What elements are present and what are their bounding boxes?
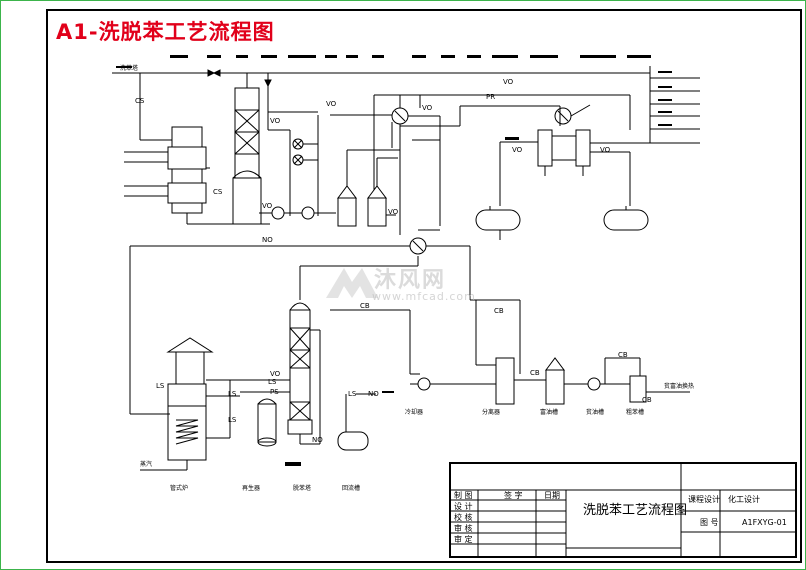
stream-label: VO	[270, 370, 281, 378]
stream-label-group: VO VO VO VO VO VO VO VO NO NO CB CB CB C…	[135, 78, 652, 444]
stream-label: VO	[512, 146, 523, 154]
stream-label: VO	[326, 100, 337, 108]
stream-label: VO	[262, 202, 273, 210]
stream-label: LS	[156, 382, 165, 390]
equipment-label: 粗苯槽	[626, 408, 644, 416]
equipment-label: 贫油槽	[586, 408, 604, 416]
equipment-label: 富油槽	[540, 408, 558, 416]
stream-label: NO	[368, 390, 379, 398]
equipment-label: 洗苯塔	[120, 64, 138, 72]
equipment-label: 冷却器	[405, 408, 423, 416]
stream-label: PR	[486, 93, 495, 101]
stream-label: LS	[268, 378, 277, 386]
tb-drawing-no-label: 图 号	[700, 518, 719, 527]
tb-row-label: 审 定	[454, 534, 473, 544]
tb-row-label: 审 核	[454, 523, 473, 533]
tb-right-label: 课程设计	[688, 494, 720, 504]
stream-label: NO	[262, 236, 273, 244]
drawing-name: 洗脱苯工艺流程图	[583, 503, 687, 518]
stream-label: NO	[312, 436, 323, 444]
stream-label: LS	[228, 416, 237, 424]
title-block	[449, 462, 797, 558]
tb-drawing-no: A1FXYG-01	[742, 518, 787, 527]
equipment-label: 分离器	[482, 408, 500, 416]
equipment-label: 脱苯塔	[293, 484, 311, 492]
tb-col-header: 日期	[544, 491, 560, 500]
stream-label: VO	[388, 208, 399, 216]
stream-label: CB	[618, 351, 628, 359]
drawing-frame	[46, 9, 802, 563]
equipment-label: 再生器	[242, 484, 260, 492]
equipment-label: 蒸汽	[140, 460, 152, 468]
stream-label: VO	[422, 104, 433, 112]
tb-col-header: 签 字	[504, 490, 523, 500]
stream-label: CB	[494, 307, 504, 315]
stream-label: VO	[503, 78, 514, 86]
stream-label: CB	[360, 302, 370, 310]
tb-right-label: 化工设计	[728, 494, 760, 504]
watermark-url: www.mfcad.com	[372, 290, 476, 303]
stream-label: VO	[600, 146, 611, 154]
tb-row-label: 校 核	[454, 512, 473, 522]
tb-row-label: 制 图	[454, 490, 473, 500]
equipment-label: 管式炉	[170, 484, 188, 492]
stream-label: VO	[270, 117, 281, 125]
stream-label: CS	[135, 97, 145, 105]
stream-label: LS	[348, 390, 357, 398]
stream-label: LS	[228, 390, 237, 398]
watermark-text: 沐风网	[374, 268, 447, 293]
stream-label: CB	[530, 369, 540, 377]
stream-label: CB	[642, 396, 652, 404]
watermark-logo-icon	[326, 268, 378, 298]
stream-label: PS	[270, 388, 279, 396]
equipment-label: 回流槽	[342, 484, 360, 492]
stream-label: CS	[213, 188, 223, 196]
tb-row-label: 设 计	[454, 501, 473, 511]
equipment-label: 贫富油换热	[664, 382, 694, 390]
drawing-title: A1-洗脱苯工艺流程图	[56, 20, 275, 44]
